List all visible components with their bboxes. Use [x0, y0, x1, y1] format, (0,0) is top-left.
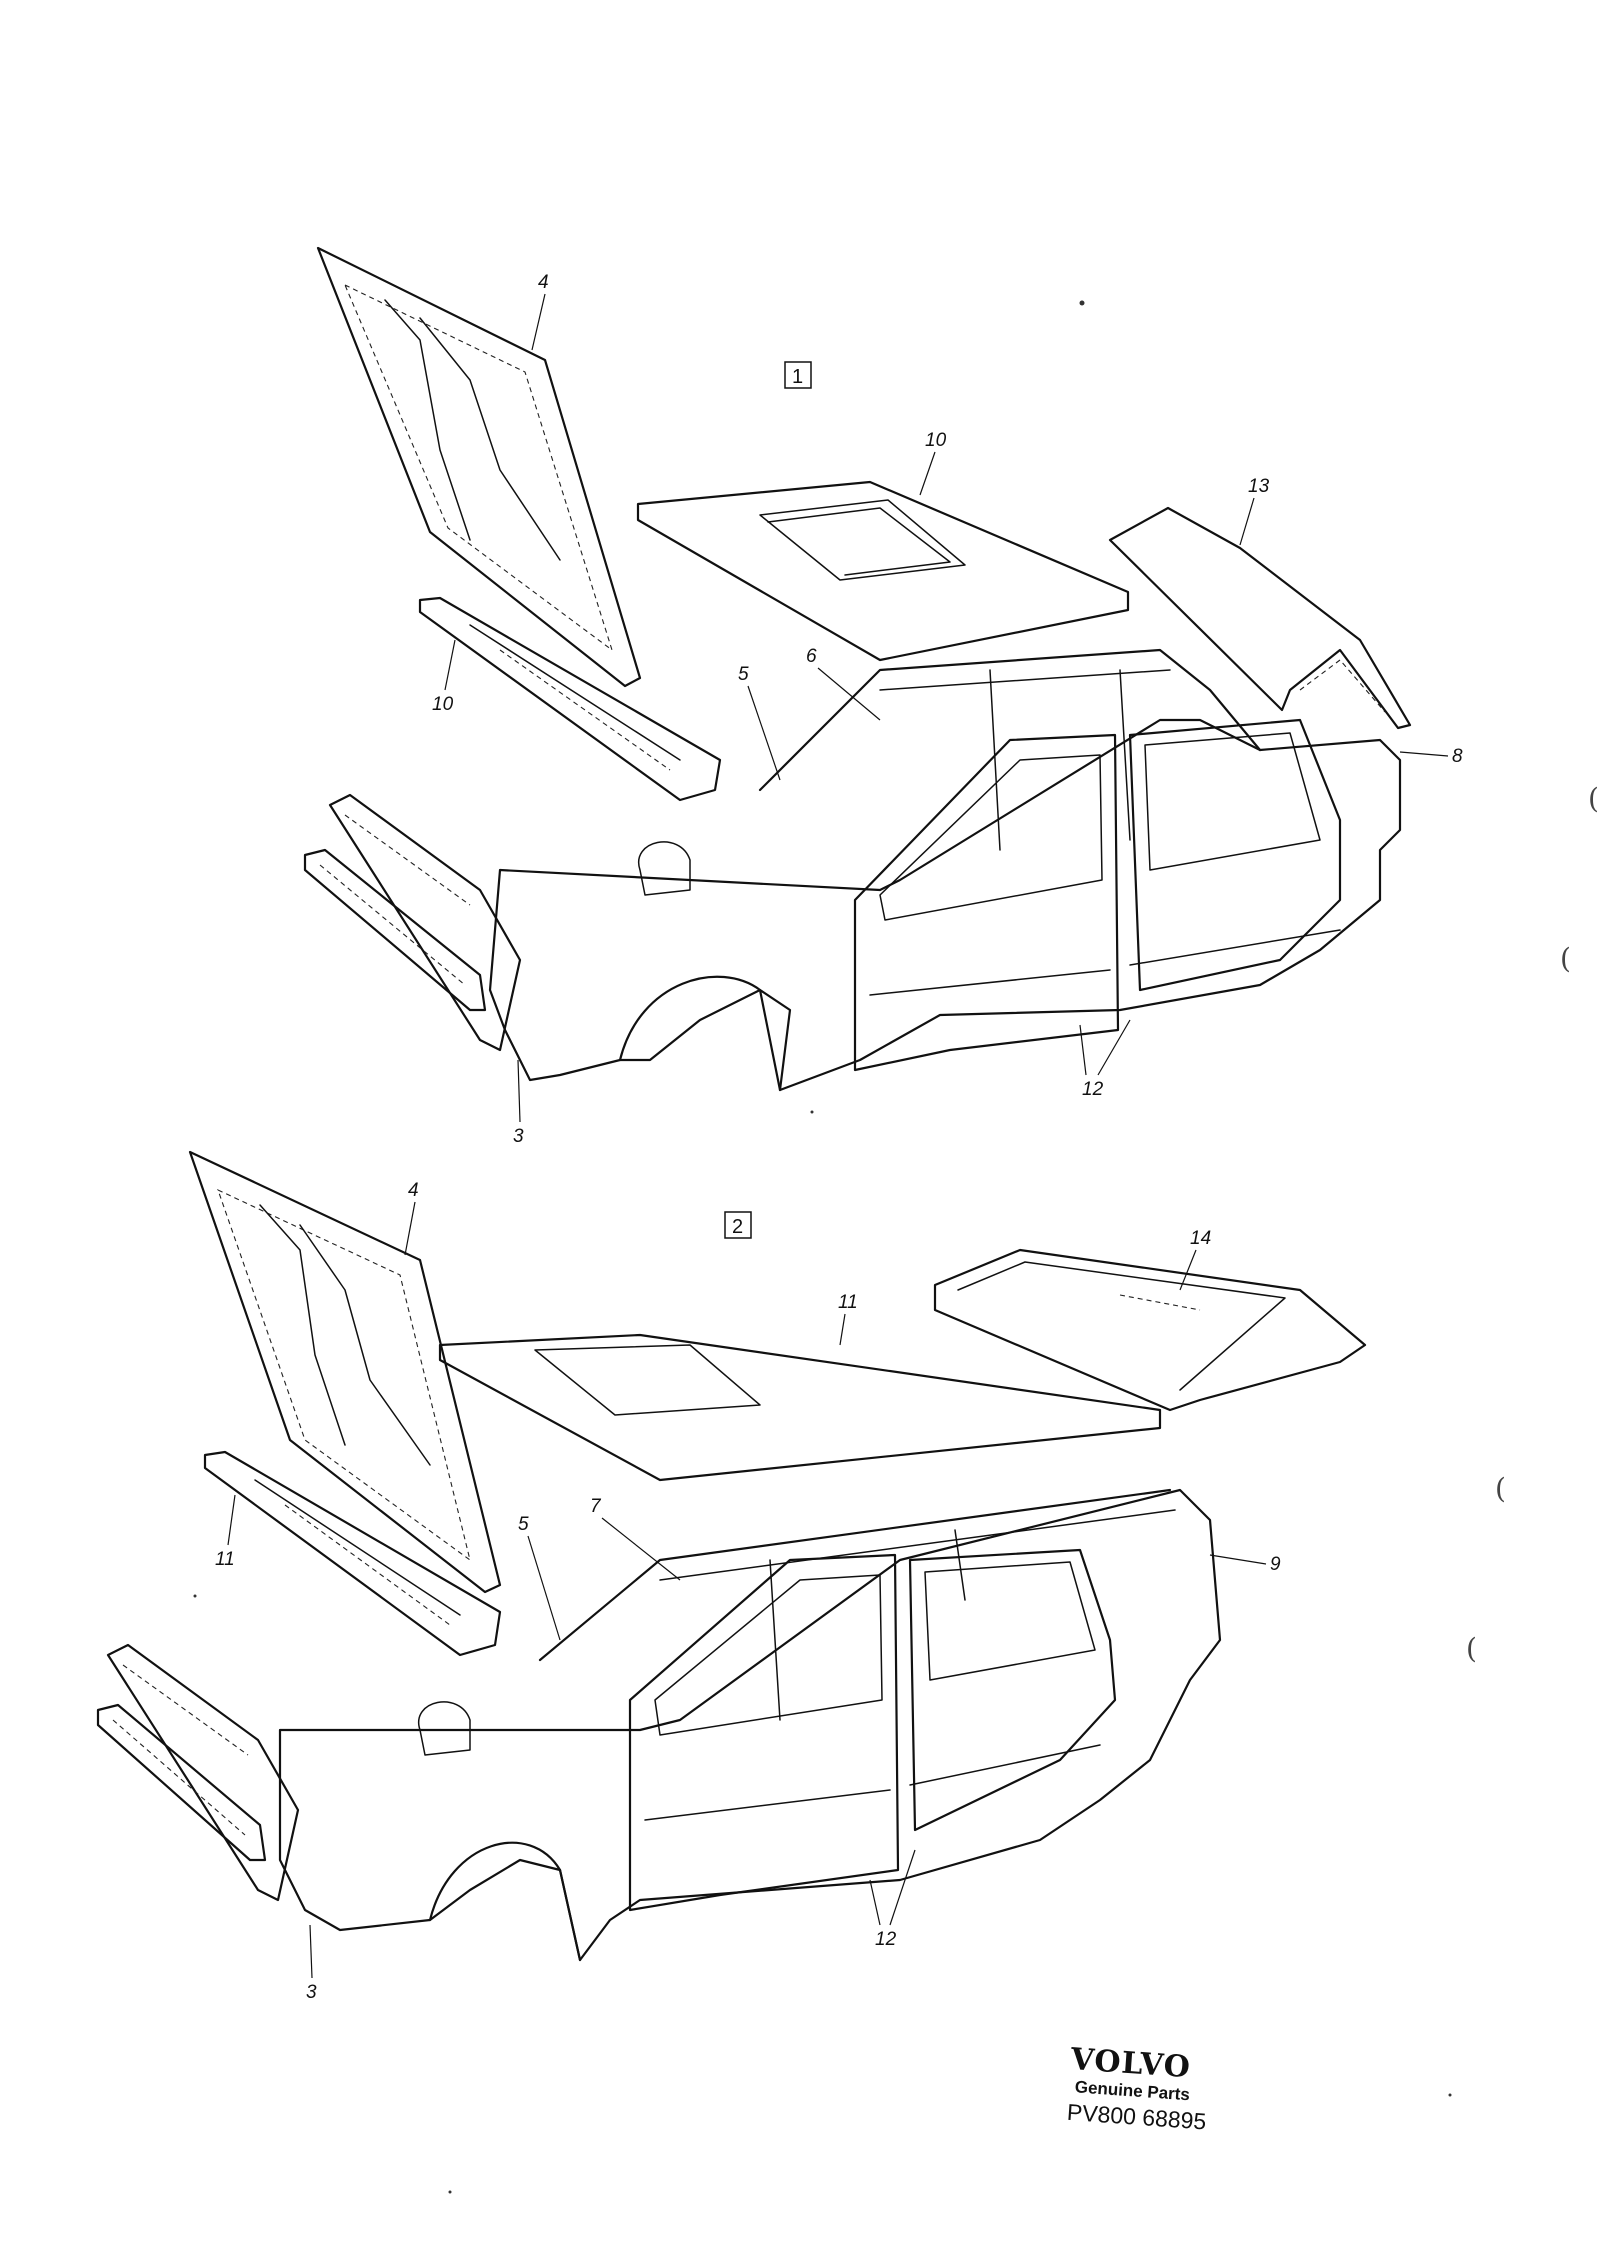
sedan-body-shell — [488, 648, 1402, 1092]
brand-block: VOLVO Genuine Parts PV800 68895 — [1066, 2042, 1261, 2139]
edge-mark: ( — [1560, 942, 1571, 975]
callout-10-roof: 10 — [925, 430, 947, 451]
callout-12: 12 — [1082, 1079, 1104, 1100]
scan-specks — [193, 300, 1452, 2194]
callout-10-cowl: 10 — [432, 694, 454, 715]
callout-3: 3 — [513, 1126, 524, 1147]
estate-body-shell — [278, 1488, 1222, 1962]
callout-6: 6 — [806, 646, 817, 667]
hood-panel — [316, 246, 642, 688]
estate-body-drawing — [96, 1150, 1367, 1962]
variant-1-label: 1 — [784, 361, 812, 389]
trunk-lid — [1108, 506, 1412, 730]
edge-mark: ( — [1495, 1472, 1506, 1505]
callout-11-cowl: 11 — [215, 1549, 235, 1570]
estate-callouts: 4 14 11 11 5 7 9 12 3 — [215, 1180, 1281, 2003]
callout-12: 12 — [875, 1929, 897, 1950]
callout-8: 8 — [1452, 746, 1463, 767]
callout-4: 4 — [538, 272, 549, 293]
sedan-callouts: 4 10 13 10 5 6 8 12 3 — [432, 272, 1463, 1147]
hood-panel — [188, 1150, 502, 1594]
callout-3: 3 — [306, 1982, 317, 2003]
callout-9: 9 — [1270, 1554, 1281, 1575]
sedan-front-structure — [303, 793, 782, 1092]
roof-panel — [636, 480, 1130, 662]
estate-doors — [628, 1548, 1117, 1912]
svg-text:2: 2 — [732, 1216, 743, 1238]
callout-11-roof: 11 — [838, 1292, 858, 1313]
sedan-body-drawing — [303, 246, 1412, 1092]
tailgate — [933, 1248, 1367, 1412]
svg-text:1: 1 — [792, 366, 803, 388]
cowl-panel — [418, 596, 722, 802]
roof-panel — [438, 1333, 1162, 1482]
callout-14: 14 — [1190, 1228, 1211, 1249]
callout-5: 5 — [738, 664, 749, 685]
callout-4: 4 — [408, 1180, 419, 1201]
callout-13: 13 — [1248, 476, 1270, 497]
edge-mark: ( — [1466, 1632, 1477, 1665]
sedan-doors — [853, 718, 1342, 1072]
callout-5: 5 — [518, 1514, 529, 1535]
edge-mark: ( — [1588, 782, 1599, 815]
callout-7: 7 — [590, 1496, 602, 1517]
estate-front-structure — [96, 1643, 582, 1962]
cowl-panel — [203, 1450, 502, 1657]
variant-2-label: 2 — [724, 1211, 752, 1239]
